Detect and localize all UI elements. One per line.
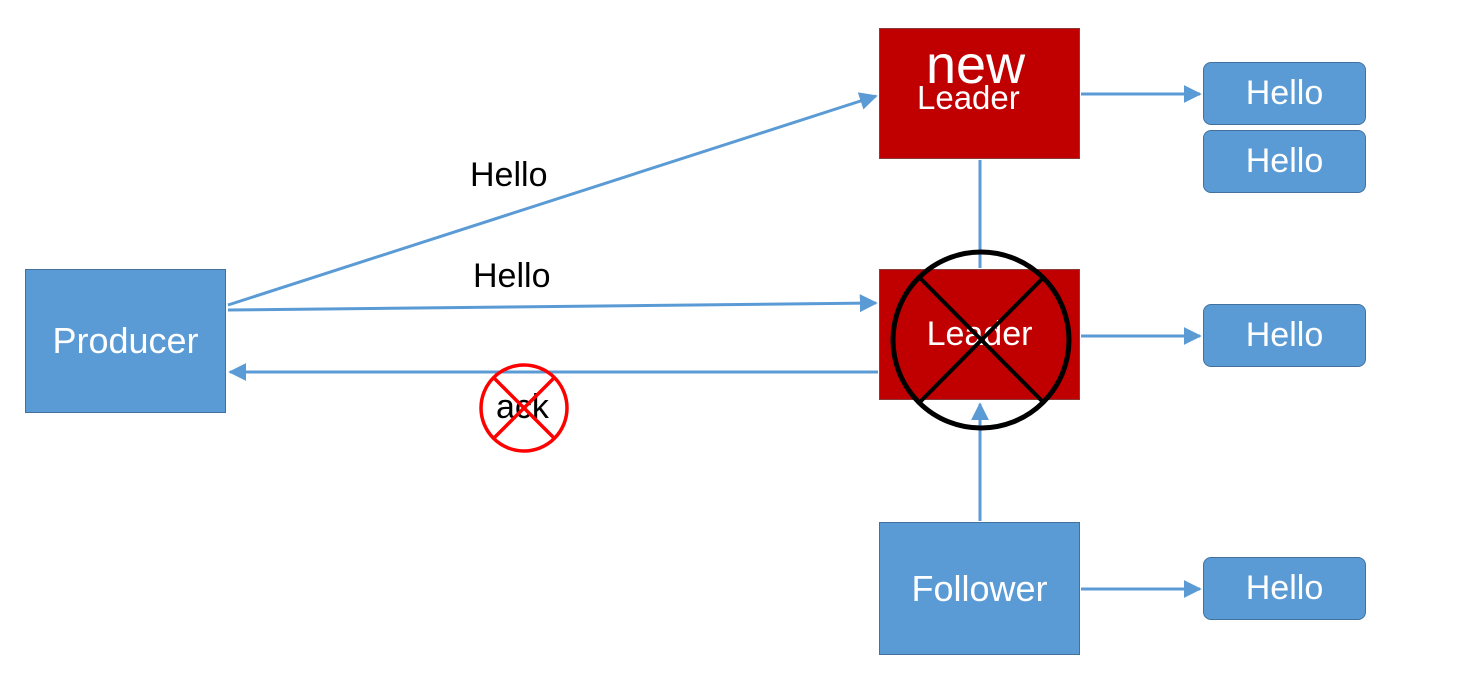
producer-label: Producer	[52, 320, 199, 361]
message-box: Hello	[1203, 62, 1366, 125]
follower-node: Follower	[879, 522, 1080, 655]
old-leader-label: Leader	[926, 315, 1033, 353]
new-leader-node	[879, 28, 1080, 159]
edge-label-to-old-leader: Hello	[473, 257, 551, 295]
new-leader-top-word: new	[926, 35, 1026, 95]
message-label: Hello	[1245, 142, 1324, 180]
edge-label-ack: ack	[496, 388, 549, 426]
edge-producer-to-old-leader	[227, 294, 878, 313]
message-label: Hello	[1245, 316, 1324, 354]
edge-producer-to-new-leader	[227, 92, 878, 307]
follower-label: Follower	[911, 567, 1048, 609]
message-box: Hello	[1203, 557, 1366, 620]
message-label: Hello	[1245, 569, 1324, 607]
new-leader-label: Leader	[917, 79, 1020, 116]
producer-node: Producer	[25, 269, 226, 413]
message-label: Hello	[1245, 74, 1324, 112]
old-leader-node: Leader	[879, 269, 1080, 400]
edge-label-to-new-leader: Hello	[470, 156, 548, 194]
message-box: Hello	[1203, 304, 1366, 367]
message-box: Hello	[1203, 130, 1366, 193]
